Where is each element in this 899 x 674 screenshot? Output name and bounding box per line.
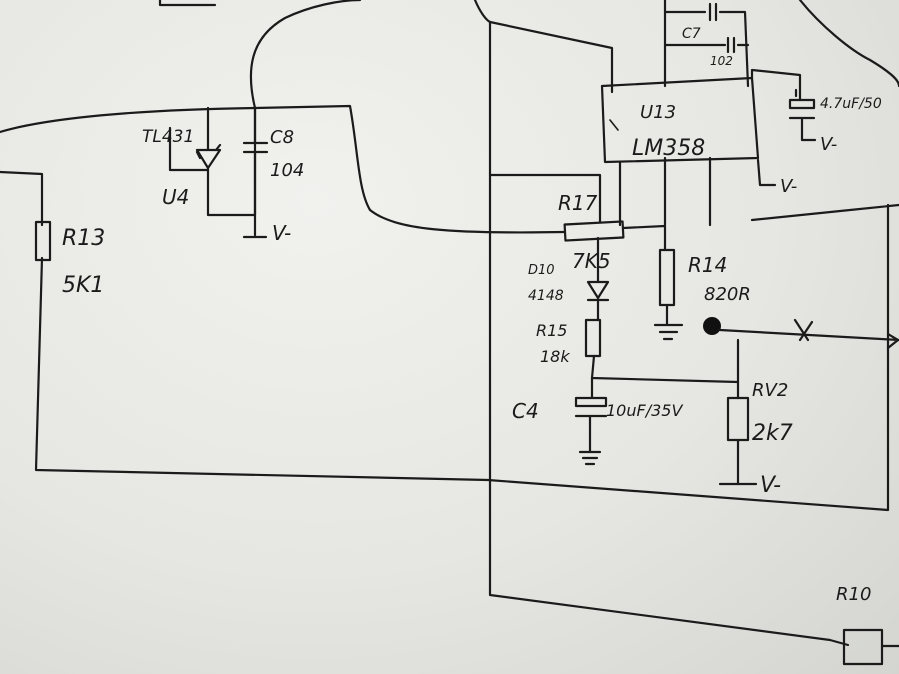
c8-capacitor-symbol (242, 106, 269, 239)
r15-resistor-symbol (584, 318, 602, 358)
r13-resistor-symbol (34, 220, 52, 262)
d10-diode-symbol (586, 236, 610, 322)
wire-top-arc (249, 0, 362, 110)
r13-ref-label: R13 (62, 226, 105, 251)
d10-part-label: 4148 (528, 288, 564, 304)
r17-value-label: 7K5 (572, 249, 611, 273)
output-arrow (718, 318, 899, 350)
tl431-part-label: TL431 (142, 127, 194, 147)
r14-value-label: 820R (704, 284, 751, 305)
r14-ref-label: R14 (688, 253, 727, 277)
top-right-electrolytic-capacitor-symbol (788, 88, 817, 142)
wire-r17-right (621, 224, 667, 252)
c4-value-label: 10uF/35V (606, 401, 683, 420)
wire-right-horizontal (750, 203, 899, 222)
wire-r17-left (488, 173, 602, 224)
wire-vertical-main (473, 0, 850, 647)
r13-value-label: 5K1 (62, 273, 104, 298)
wire-frame-top (488, 20, 614, 94)
r14-resistor-symbol (658, 248, 676, 307)
c4-ref-label: C4 (512, 399, 539, 423)
u13-opamp-symbol (600, 68, 802, 227)
wire-rv2-bottom (718, 438, 758, 486)
c8-ref-label: C8 (270, 127, 294, 148)
wire-right-top (798, 0, 899, 88)
c4-capacitor-symbol (574, 376, 608, 466)
top-right-cap-value-label: 4.7uF/50 (820, 96, 882, 112)
v-minus-label-u13: V- (780, 176, 797, 197)
v-minus-label-rv2: V- (760, 473, 781, 498)
wire-r15-bottom (590, 354, 740, 384)
rv2-value-label: 2k7 (752, 421, 793, 446)
r17-ref-label: R17 (558, 191, 598, 215)
c7-capacitor-symbol (663, 0, 750, 88)
c7-value-label: 102 (710, 54, 733, 68)
r10-resistor-symbol (842, 628, 884, 666)
wire-left-loop (0, 104, 567, 234)
tl431-symbol (168, 106, 257, 217)
c8-value-label: 104 (270, 160, 304, 181)
wire-left-frame (0, 170, 890, 512)
r15-ref-label: R15 (536, 321, 567, 340)
u13-part-label: LM358 (632, 136, 705, 161)
rv2-ref-label: RV2 (752, 380, 788, 401)
u4-ref-label: U4 (162, 185, 189, 209)
v-minus-label-top-right: V- (820, 134, 837, 155)
u13-ref-label: U13 (640, 102, 676, 123)
r10-ref-label: R10 (836, 584, 871, 605)
r15-value-label: 18k (540, 347, 570, 366)
rv2-resistor-symbol (726, 396, 750, 442)
wire-top-left-stub (158, 0, 217, 7)
r14-ground-symbol (653, 303, 684, 341)
r17-resistor-symbol (563, 220, 625, 242)
v-minus-label-c8: V- (272, 221, 291, 245)
d10-ref-label: D10 (528, 263, 555, 278)
output-node-dot (703, 317, 721, 335)
c7-ref-label: C7 (682, 26, 701, 42)
